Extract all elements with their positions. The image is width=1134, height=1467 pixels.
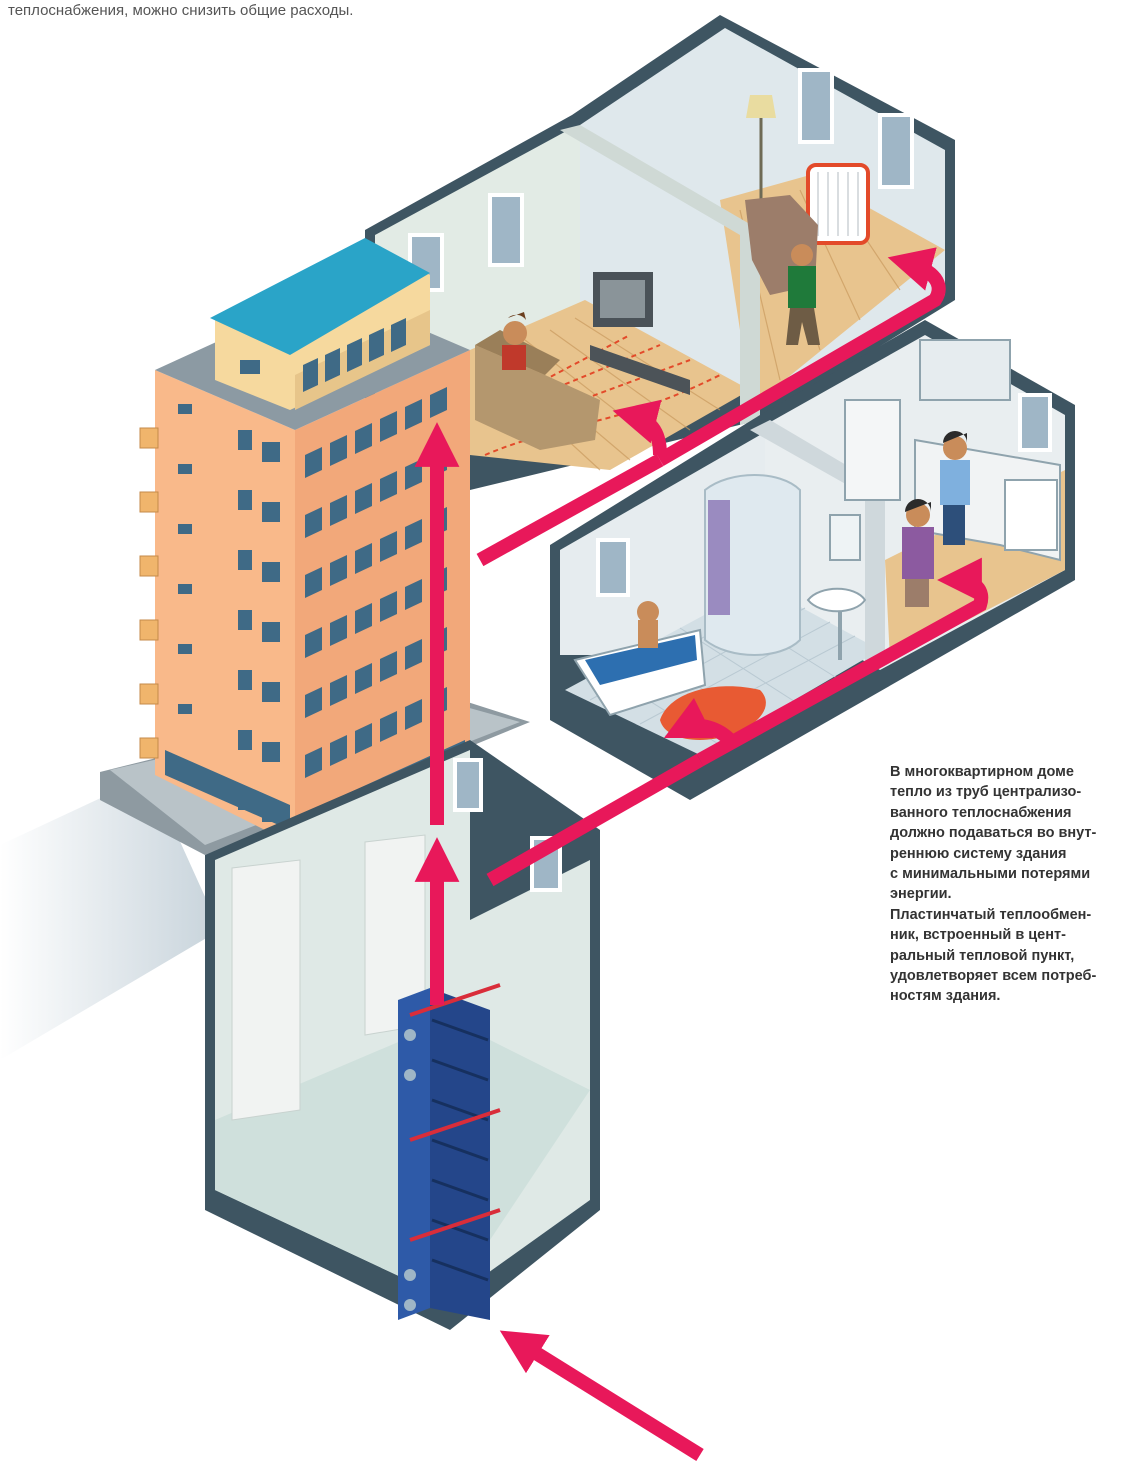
fridge-icon <box>844 399 901 501</box>
heat-flow-arrow-icon <box>486 753 704 887</box>
caption-line: ник, встроенный в цент- <box>890 927 1066 944</box>
heat-flow-arrow-icon <box>499 1330 704 1461</box>
intro-text: теплоснабжения, можно снизить общие расх… <box>8 2 354 19</box>
caption-line: Пластинчатый теплообмен- <box>890 906 1092 923</box>
underfloor-heating-pipe <box>484 334 721 456</box>
building-facade-left <box>155 370 295 845</box>
heat-flow-arrows <box>414 247 989 1461</box>
heat-substation <box>205 740 600 1330</box>
window <box>596 538 630 597</box>
caption-text: В многоквартирном доме тепло из труб цен… <box>890 762 1130 1007</box>
tv-icon <box>590 272 690 395</box>
column <box>231 859 301 1121</box>
wall-cabinet-icon <box>919 339 1011 401</box>
person-icon <box>502 312 527 370</box>
heat-flow-arrow-icon <box>612 399 667 456</box>
bathtub-icon <box>573 601 707 717</box>
roof <box>210 238 430 355</box>
person-icon <box>940 431 970 545</box>
radiator-icon <box>806 163 870 245</box>
window <box>453 758 483 812</box>
window <box>1018 393 1052 452</box>
stove-icon <box>1004 479 1058 551</box>
caption-line: удовлетворяет всем потреб- <box>890 968 1097 985</box>
person-icon <box>786 244 820 345</box>
window <box>165 387 465 835</box>
heat-flow-arrow-icon <box>663 697 735 746</box>
caption-line: ральный тепловой пункт, <box>890 947 1075 964</box>
ground-shadow <box>0 775 220 1060</box>
heat-flow-arrow-icon <box>656 247 946 467</box>
shower-icon <box>704 474 801 656</box>
plate-heat-exchanger-icon <box>398 983 501 1320</box>
caption-line: ванного теплоснабжения <box>890 804 1072 821</box>
window <box>178 404 280 822</box>
caption-line: ностям здания. <box>890 988 1001 1005</box>
caption-line: реннюю систему здания <box>890 845 1067 862</box>
floor-lamp-icon <box>746 95 776 210</box>
floor-bathroom <box>565 585 880 755</box>
person-icon <box>902 499 934 607</box>
building-facade-right <box>295 350 470 845</box>
caption-line: энергии. <box>890 886 952 903</box>
sink-icon <box>806 514 867 660</box>
caption-line: тепло из труб централизо- <box>890 784 1082 801</box>
heat-flow-arrow-icon <box>476 453 664 567</box>
apartment-building <box>100 238 530 855</box>
apartment-lower <box>550 320 1075 800</box>
caption-line: с минимальными потерями <box>890 866 1091 883</box>
caption-line: В многоквартирном доме <box>890 764 1074 780</box>
heat-flow-arrow-icon <box>696 557 989 767</box>
caption-line: должно подаваться во внут- <box>890 825 1097 842</box>
